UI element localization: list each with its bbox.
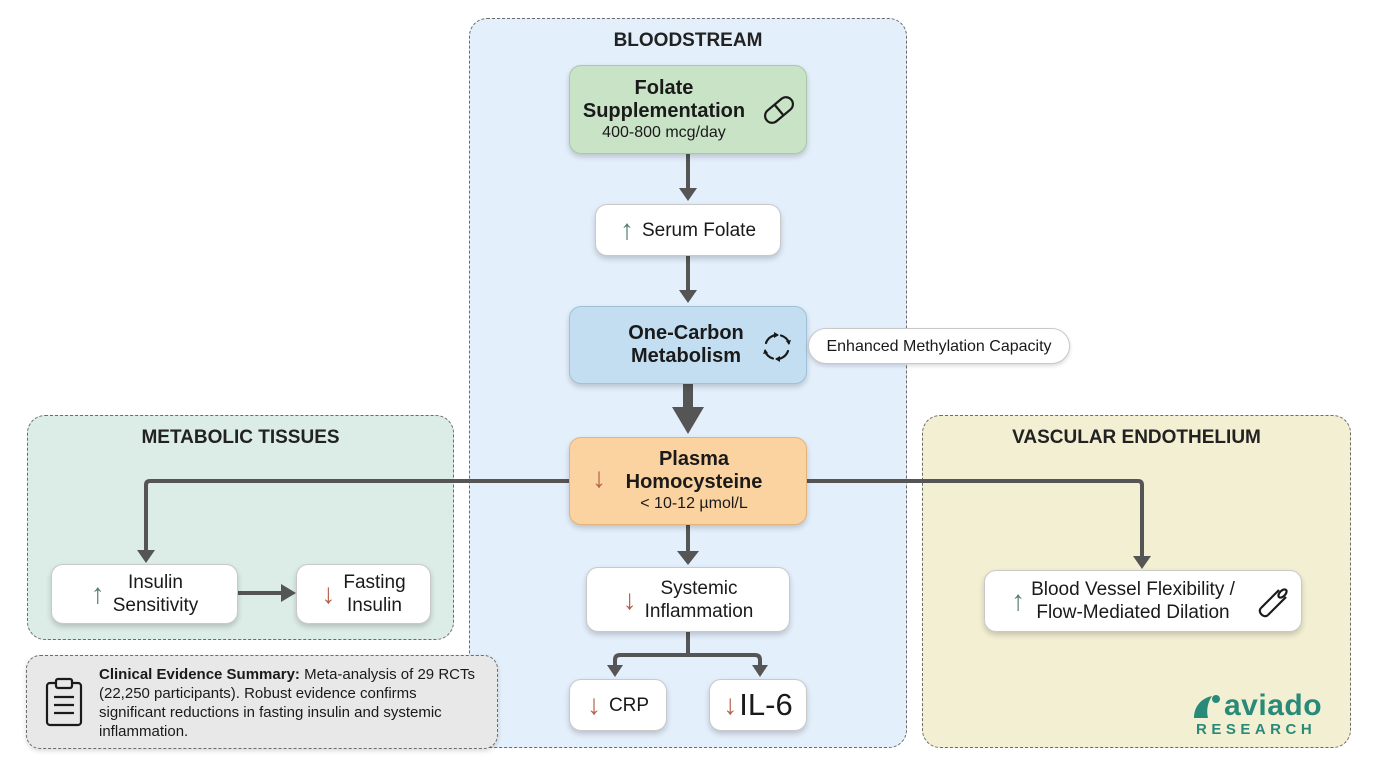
up-arrow-icon: ↑ xyxy=(90,578,105,609)
logo-sub: RESEARCH xyxy=(1196,721,1317,738)
metabolic-tissues-title: METABOLIC TISSUES xyxy=(141,427,340,448)
homocysteine-line2: Homocysteine xyxy=(625,471,763,493)
serum-folate-label: Serum Folate xyxy=(641,219,757,241)
arrow-homocysteine-to-insulin xyxy=(144,479,571,554)
arrow-systemic-to-il6 xyxy=(686,653,762,670)
logo-name: aviado xyxy=(1224,689,1323,722)
plasma-homocysteine-node: ↓ Plasma Homocysteine < 10-12 µmol/L xyxy=(569,437,807,525)
systemic-line2: Inflammation xyxy=(644,600,754,622)
vessel-line2: Flow-Mediated Dilation xyxy=(1036,602,1230,623)
insulin-sens-line1: Insulin xyxy=(128,572,183,593)
down-arrow-icon: ↓ xyxy=(321,578,336,609)
methylation-capacity-label: Enhanced Methylation Capacity xyxy=(808,328,1070,364)
vascular-endothelium-title: VASCULAR ENDOTHELIUM xyxy=(1012,427,1261,448)
il6-label: IL-6 xyxy=(739,687,793,722)
up-arrow-icon: ↑ xyxy=(1011,585,1026,616)
arrow-systemic-to-crp xyxy=(613,653,690,670)
clinical-evidence-summary: Clinical Evidence Summary: Meta-analysis… xyxy=(26,655,498,749)
insulin-sens-line2: Sensitivity xyxy=(112,595,199,616)
vessel-line1: Blood Vessel Flexibility / xyxy=(1031,579,1235,600)
fasting-line2: Insulin xyxy=(347,595,402,616)
evidence-label: Clinical Evidence Summary: xyxy=(99,666,300,683)
folate-title-line1: Folate xyxy=(634,76,694,99)
blood-vessel-icon xyxy=(1258,588,1288,618)
evidence-text: Meta-analysis of 29 RCTs (22,250 partici… xyxy=(99,666,475,740)
one-carbon-line1: One-Carbon xyxy=(628,322,744,344)
down-arrow-icon: ↓ xyxy=(622,583,637,615)
aviado-leaf-icon xyxy=(1194,695,1220,718)
fasting-line1: Fasting xyxy=(343,572,406,593)
systemic-inflammation-node: ↓ Systemic Inflammation xyxy=(586,567,790,632)
down-arrow-icon: ↓ xyxy=(586,689,601,720)
down-arrow-icon: ↓ xyxy=(592,462,606,493)
systemic-line1: Systemic xyxy=(660,577,738,599)
homocysteine-target: < 10-12 µmol/L xyxy=(640,495,748,512)
folate-supplementation-node: Folate Supplementation 400-800 mcg/day xyxy=(569,65,807,154)
crp-label: CRP xyxy=(608,694,650,716)
il6-node: ↓ IL-6 xyxy=(709,679,807,731)
serum-folate-node: ↑ Serum Folate xyxy=(595,204,781,256)
clipboard-icon xyxy=(45,677,83,727)
fasting-insulin-node: ↓ Fasting Insulin xyxy=(296,564,431,624)
folate-title-line2: Supplementation xyxy=(582,99,746,122)
arrow-homocysteine-to-vessel xyxy=(805,479,1144,560)
crp-node: ↓ CRP xyxy=(569,679,667,731)
folate-dose: 400-800 mcg/day xyxy=(602,123,726,141)
blood-vessel-flexibility-node: ↑ Blood Vessel Flexibility / Flow-Mediat… xyxy=(984,570,1302,632)
bloodstream-title: BLOODSTREAM xyxy=(613,30,763,51)
down-arrow-icon: ↓ xyxy=(723,689,738,720)
aviado-research-logo: aviado RESEARCH xyxy=(1188,690,1338,740)
pill-icon xyxy=(764,96,794,124)
methylation-text: Enhanced Methylation Capacity xyxy=(826,337,1052,355)
homocysteine-line1: Plasma xyxy=(658,448,730,470)
up-arrow-icon: ↑ xyxy=(619,214,634,245)
one-carbon-line2: Metabolism xyxy=(630,345,742,367)
insulin-sensitivity-node: ↑ Insulin Sensitivity xyxy=(51,564,238,624)
cycle-icon xyxy=(763,332,791,362)
one-carbon-metabolism-node: One-Carbon Metabolism xyxy=(569,306,807,384)
